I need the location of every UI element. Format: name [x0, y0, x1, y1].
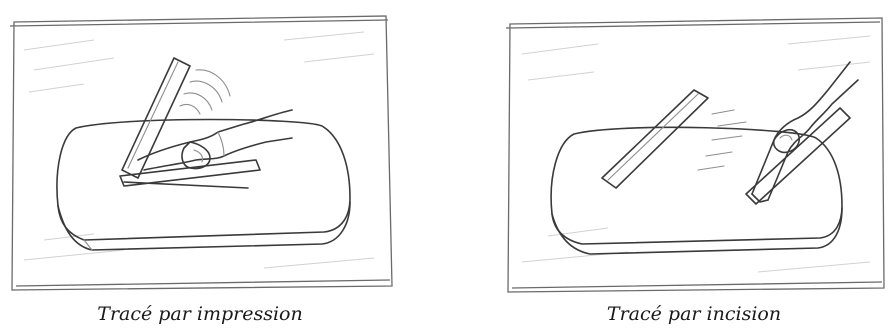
- sketch-impression: [4, 10, 396, 294]
- sketch-incision: [498, 10, 890, 294]
- sketch-panel-incision: [498, 10, 890, 294]
- ruler-right: [746, 108, 850, 204]
- motion-arcs: [180, 70, 230, 114]
- ruler: [122, 58, 190, 178]
- caption-incision: Tracé par incision: [498, 300, 890, 328]
- sketch-frame: [10, 16, 392, 290]
- sketch-panel-impression: [4, 10, 396, 294]
- hand-with-blade: [752, 62, 858, 202]
- impression-line: [120, 160, 260, 188]
- ruler-left: [602, 90, 708, 188]
- background-hatching: [522, 36, 870, 272]
- motion-dashes: [698, 110, 746, 170]
- caption-impression: Tracé par impression: [4, 300, 396, 328]
